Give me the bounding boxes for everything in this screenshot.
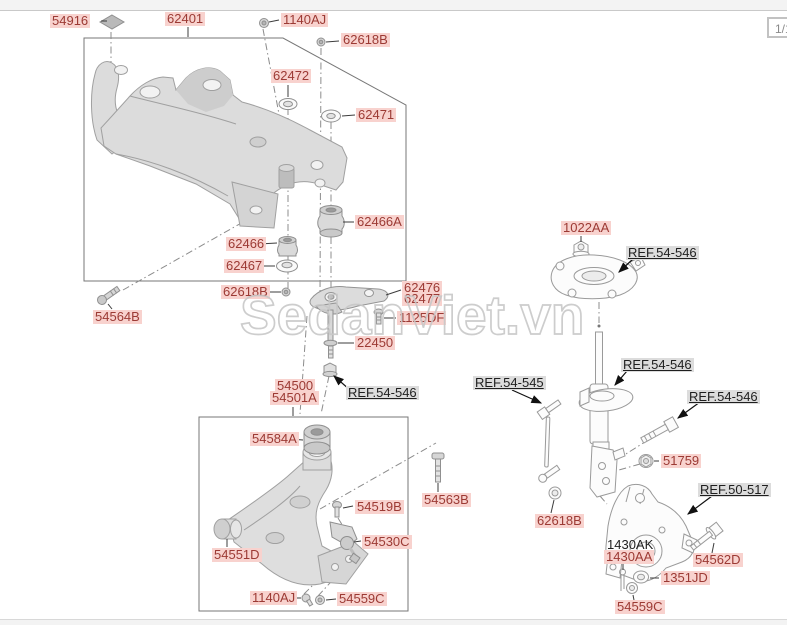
- part-label-54916[interactable]: 54916: [50, 13, 91, 28]
- part-label-54559c-arm[interactable]: 54559C: [337, 591, 387, 606]
- bolt-1140aj-bottom-drawing: [301, 593, 314, 607]
- ref-label-54-546-mount[interactable]: REF.54-546: [626, 245, 699, 260]
- bolt-54563b-drawing: [431, 452, 445, 483]
- part-label-54551d[interactable]: 54551D: [212, 547, 262, 562]
- nut-ref54546-drawing: [322, 362, 338, 378]
- nut-1022aa-drawing: [572, 240, 590, 258]
- control-arm-drawing: [213, 443, 369, 586]
- ref-label-54-545[interactable]: REF.54-545: [473, 375, 546, 390]
- ball-joint-54530c-drawing: [329, 521, 361, 565]
- part-label-54584a[interactable]: 54584A: [250, 431, 299, 446]
- ref-label-54-546-strut[interactable]: REF.54-546: [621, 357, 694, 372]
- part-label-62477[interactable]: 62477: [402, 291, 443, 306]
- part-label-1140aj-bottom[interactable]: 1140AJ: [250, 590, 298, 605]
- top-chrome-bar: [0, 0, 787, 11]
- part-label-54562d[interactable]: 54562D: [693, 552, 743, 567]
- nut-62618b-right-drawing: [548, 486, 562, 500]
- bottom-chrome-bar: [0, 619, 787, 625]
- part-label-62618b-right[interactable]: 62618B: [535, 513, 584, 528]
- bushing-62466a-drawing: [317, 205, 345, 238]
- washer-62467-drawing: [276, 259, 298, 273]
- ring-62472-drawing: [278, 98, 298, 110]
- part-label-62472[interactable]: 62472: [271, 68, 312, 83]
- bolt-1140aj-top-drawing: [259, 18, 269, 28]
- bushing-62466-drawing: [277, 236, 298, 257]
- part-label-62466a[interactable]: 62466A: [355, 214, 404, 229]
- control-arm-group-box: [198, 416, 409, 612]
- part-label-54530c[interactable]: 54530C: [362, 534, 412, 549]
- part-label-1351jd[interactable]: 1351JD: [661, 570, 710, 585]
- nut-62618b-mid-drawing: [281, 287, 291, 297]
- part-label-62401[interactable]: 62401: [165, 11, 206, 26]
- crossmember-drawing: [90, 61, 348, 229]
- page-indicator[interactable]: 1/1: [767, 17, 787, 38]
- bolt-1125df-drawing: [373, 308, 384, 325]
- bolt-ref54546-drawing: [640, 416, 680, 444]
- part-label-1140aj-top[interactable]: 1140AJ: [281, 12, 329, 27]
- part-label-62471[interactable]: 62471: [356, 107, 397, 122]
- strut-top-mount-drawing: [550, 254, 646, 300]
- bracket-62476-drawing: [309, 286, 389, 315]
- part-label-1430ak[interactable]: 1430AK: [607, 537, 654, 552]
- part-label-54500[interactable]: 54500: [275, 378, 316, 393]
- nut-51759-drawing: [638, 454, 654, 468]
- part-label-54519b[interactable]: 54519B: [355, 499, 404, 514]
- part-label-62466[interactable]: 62466: [226, 236, 267, 251]
- bolt-54564b-drawing: [97, 285, 121, 305]
- ref-label-50-517[interactable]: REF.50-517: [698, 482, 771, 497]
- knuckle-drawing: [605, 483, 698, 582]
- part-label-1430aa[interactable]: 1430AA: [604, 549, 655, 564]
- nut-54559c-knuckle-drawing: [626, 582, 638, 594]
- part-label-62467[interactable]: 62467: [224, 258, 265, 273]
- part-label-54563b[interactable]: 54563B: [422, 492, 471, 507]
- nut-62618b-top-drawing: [316, 37, 326, 47]
- clip-54916-drawing: [99, 14, 125, 30]
- nut-54559c-arm-drawing: [315, 595, 325, 605]
- ref-label-54-546-bolt[interactable]: REF.54-546: [687, 389, 760, 404]
- part-label-62476[interactable]: 62476: [402, 280, 443, 295]
- part-label-54564b[interactable]: 54564B: [93, 309, 142, 324]
- ref-label-54-546-nut[interactable]: REF.54-546: [346, 385, 419, 400]
- part-label-54559c-knuckle[interactable]: 54559C: [615, 599, 665, 614]
- part-label-51759[interactable]: 51759: [661, 453, 702, 468]
- part-label-22450[interactable]: 22450: [355, 335, 396, 350]
- crossmember-group-box: [83, 37, 407, 282]
- part-label-1125df[interactable]: 1125DF: [397, 310, 447, 325]
- stud-22450-drawing: [323, 309, 338, 359]
- strut-drawing: [578, 324, 634, 498]
- bushing-54584a-drawing: [303, 424, 331, 455]
- stabilizer-link-drawing: [536, 399, 562, 483]
- reference-arrows: [333, 258, 713, 515]
- part-label-62618b-mid[interactable]: 62618B: [221, 284, 270, 299]
- bolt-54519b-drawing: [332, 501, 342, 518]
- part-label-54501a[interactable]: 54501A: [270, 390, 319, 405]
- washer-62471-drawing: [321, 109, 341, 123]
- part-label-1022aa[interactable]: 1022AA: [561, 220, 612, 235]
- washer-1351jd-drawing: [633, 570, 649, 584]
- bolt-54562d-drawing: [689, 521, 724, 551]
- part-label-62618b-top[interactable]: 62618B: [341, 32, 390, 47]
